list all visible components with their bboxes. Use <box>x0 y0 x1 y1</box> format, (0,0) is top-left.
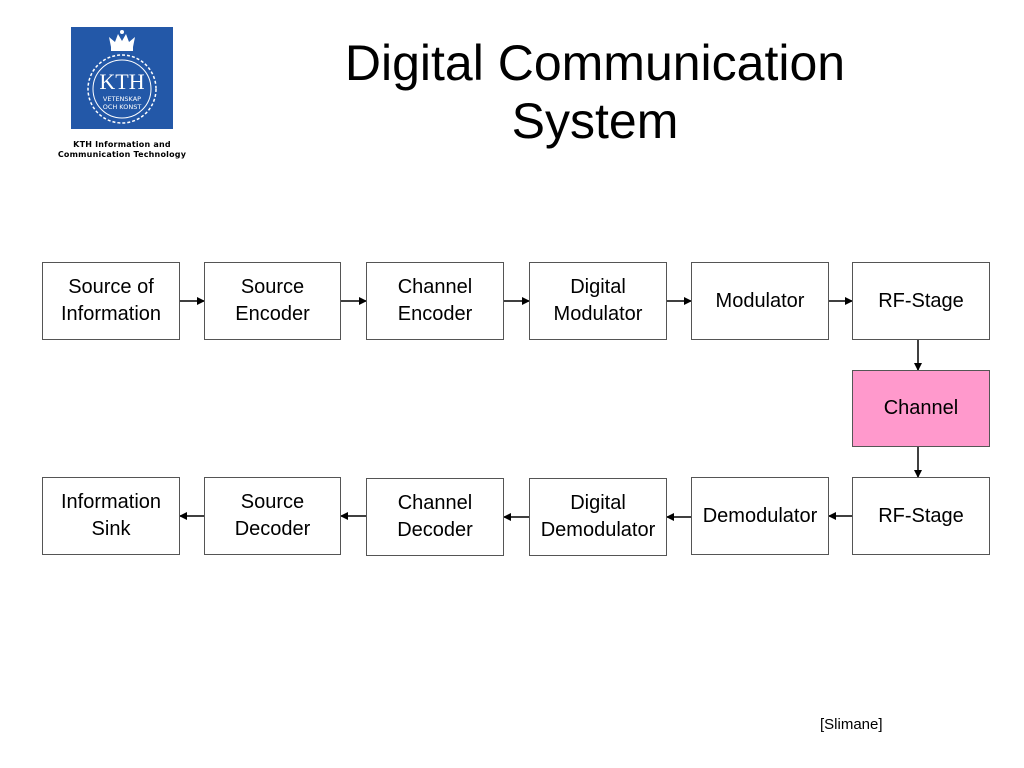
block-channel: Channel <box>852 370 990 447</box>
block-label-line: RF-Stage <box>878 289 964 312</box>
block-label-line: Source <box>240 491 305 513</box>
block-rf-stage-rx: RF-Stage <box>852 477 990 555</box>
block-label-line: Source <box>240 276 305 298</box>
block-label-line: Modulator <box>715 289 805 312</box>
logo-caption: KTH Information and Communication Techno… <box>46 140 198 160</box>
page-title-line1: Digital Communication <box>344 35 846 91</box>
block-label-line: Demodulator <box>702 504 818 527</box>
block-modulator: Modulator <box>691 262 829 340</box>
block-label-line: Digital <box>570 276 626 298</box>
block-label-line: Channel <box>883 397 959 419</box>
logo-motto-line2: OCH KONST <box>103 103 142 111</box>
block-label-line: Encoder <box>397 303 473 325</box>
logo-caption-line2: Communication Technology <box>57 150 187 159</box>
block-label-line: Information <box>60 303 162 325</box>
kth-crest-icon: KTH VETENSKAP OCH KONST <box>87 30 157 124</box>
page-title-line2: System <box>511 93 679 149</box>
credit-note: [Slimane] <box>820 716 883 733</box>
page-title: Digital Communication System <box>270 34 920 150</box>
block-label-line: Sink <box>91 518 131 540</box>
block-label-line: Decoder <box>397 519 473 541</box>
logo-motto-line1: VETENSKAP <box>103 95 141 103</box>
block-rf-stage-tx: RF-Stage <box>852 262 990 340</box>
logo-text: KTH <box>99 69 144 94</box>
block-demodulator: Demodulator <box>691 477 829 555</box>
block-label-line: Encoder <box>235 303 310 325</box>
block-label-line: Demodulator <box>540 519 656 541</box>
logo-caption-line1: KTH Information and <box>73 140 171 149</box>
block-label-line: Source of <box>68 276 154 298</box>
block-label-line: Information <box>60 491 162 513</box>
kth-logo: KTH VETENSKAP OCH KONST <box>71 27 173 129</box>
block-label-line: Digital <box>570 492 626 514</box>
block-label-line: Channel <box>397 276 473 298</box>
block-label-line: Decoder <box>234 518 311 540</box>
block-label-line: RF-Stage <box>878 504 964 527</box>
block-label-line: Modulator <box>553 303 643 325</box>
block-source-of-information: Source of Information <box>42 262 180 340</box>
block-label-line: Channel <box>397 492 473 514</box>
